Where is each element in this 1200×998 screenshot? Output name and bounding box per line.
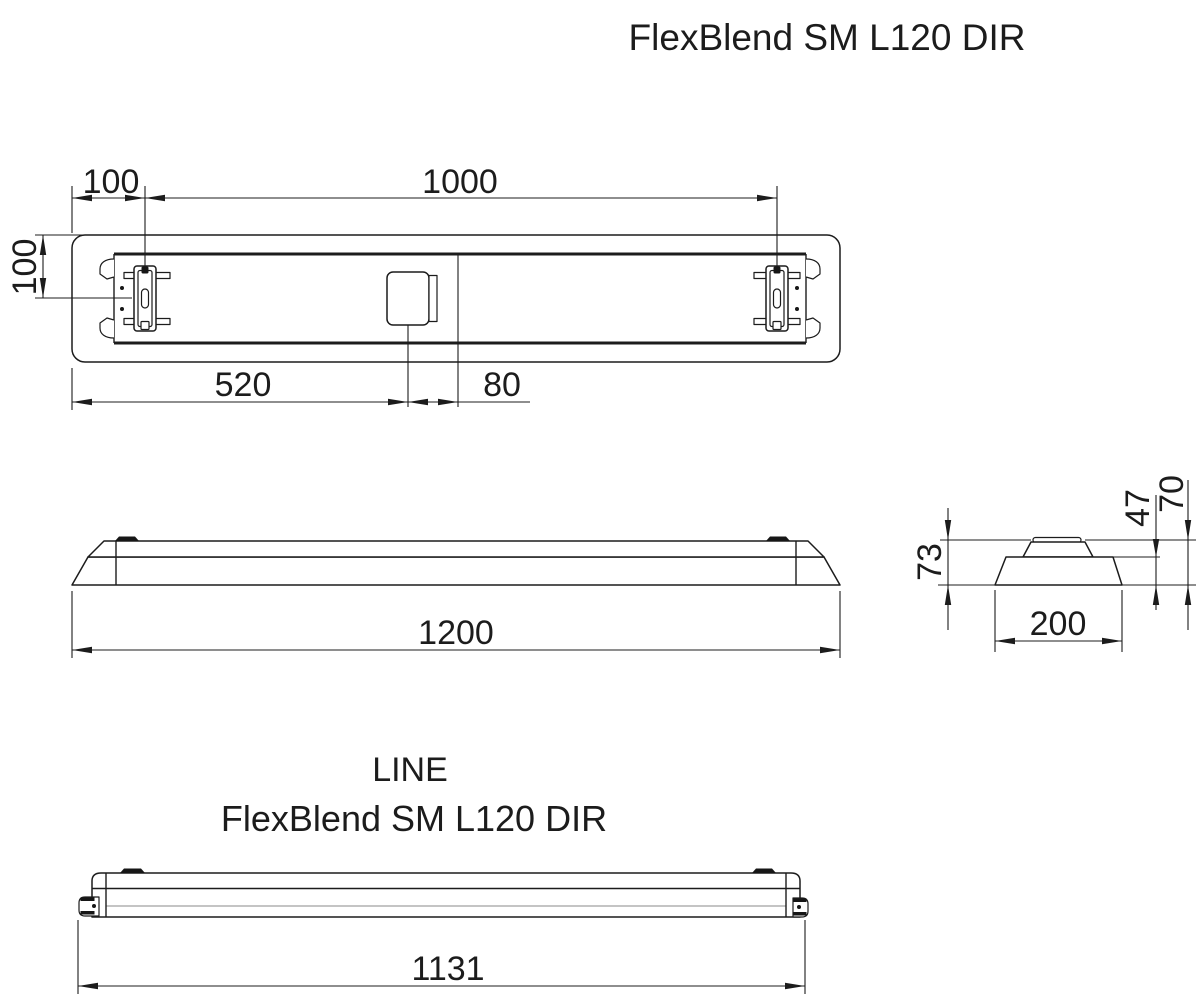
- bracket-hole: [92, 904, 96, 908]
- dim-label-side-offset: 100: [6, 239, 44, 296]
- line-view-heading: LINE: [372, 751, 448, 789]
- dim-label-total-height: 73: [911, 543, 949, 581]
- mounting-hole: [120, 286, 124, 290]
- end-cap-tab: [805, 258, 821, 280]
- dim-total-height: 73: [911, 508, 952, 630]
- junction-box: [386, 271, 438, 326]
- dim-box-position: 520 80: [71, 366, 530, 410]
- mounting-clip: [120, 868, 145, 873]
- dim-width: 200: [994, 590, 1123, 652]
- dim-label-length: 1200: [418, 614, 494, 652]
- end-cap-tab: [805, 317, 821, 339]
- dim-label-base-height: 47: [1119, 489, 1157, 527]
- dim-mount-offset-and-spacing: 100 1000: [72, 163, 777, 202]
- bracket-screw: [141, 266, 149, 274]
- end-view-cap: [1022, 541, 1094, 558]
- wall-bracket-right: [792, 897, 809, 918]
- line-view-title: FlexBlend SM L120 DIR: [221, 798, 607, 839]
- dim-label-line-length: 1131: [411, 950, 484, 988]
- side-view-base: [71, 556, 841, 586]
- mounting-hole: [795, 286, 799, 290]
- bracket-hole: [797, 905, 801, 909]
- bracket-slot: [140, 288, 150, 309]
- bracket-slot: [772, 288, 782, 309]
- top-view: 100 1000 100 520 80: [6, 163, 841, 410]
- end-cap-tab: [99, 317, 115, 339]
- dim-side-offset: 100: [6, 234, 132, 299]
- line-luminaire-body: [91, 872, 801, 918]
- mounting-bracket-left: [123, 265, 171, 332]
- dim-body-height: 70: [1153, 475, 1192, 630]
- dim-base-height: 47: [1119, 489, 1160, 610]
- mounting-clip: [766, 536, 790, 541]
- bracket-screw: [773, 266, 781, 274]
- dim-label-width: 200: [1030, 605, 1087, 643]
- end-view: 73 47 70 200: [911, 475, 1196, 652]
- end-view-base: [994, 556, 1123, 586]
- mounting-clip: [752, 868, 776, 873]
- dim-line-length: 1131: [77, 920, 806, 994]
- side-view-housing: [87, 540, 825, 558]
- page-title: FlexBlend SM L120 DIR: [629, 17, 1026, 58]
- dim-label-box-to-center: 80: [483, 366, 521, 404]
- mounting-hole: [120, 307, 124, 311]
- dim-label-box-position: 520: [215, 366, 272, 404]
- dim-label-mount-offset: 100: [83, 163, 140, 201]
- mounting-clip: [115, 536, 139, 541]
- mounting-hole: [795, 307, 799, 311]
- dim-label-body-height: 70: [1153, 475, 1191, 513]
- line-view: LINE FlexBlend SM L120 DIR: [77, 751, 809, 994]
- dim-length: 1200: [71, 591, 841, 658]
- side-view: 1200: [71, 536, 841, 658]
- mounting-bracket-right: [753, 265, 801, 332]
- wall-bracket-left: [78, 896, 100, 917]
- end-cap-tab: [99, 258, 115, 280]
- dim-label-mount-spacing: 1000: [422, 163, 498, 201]
